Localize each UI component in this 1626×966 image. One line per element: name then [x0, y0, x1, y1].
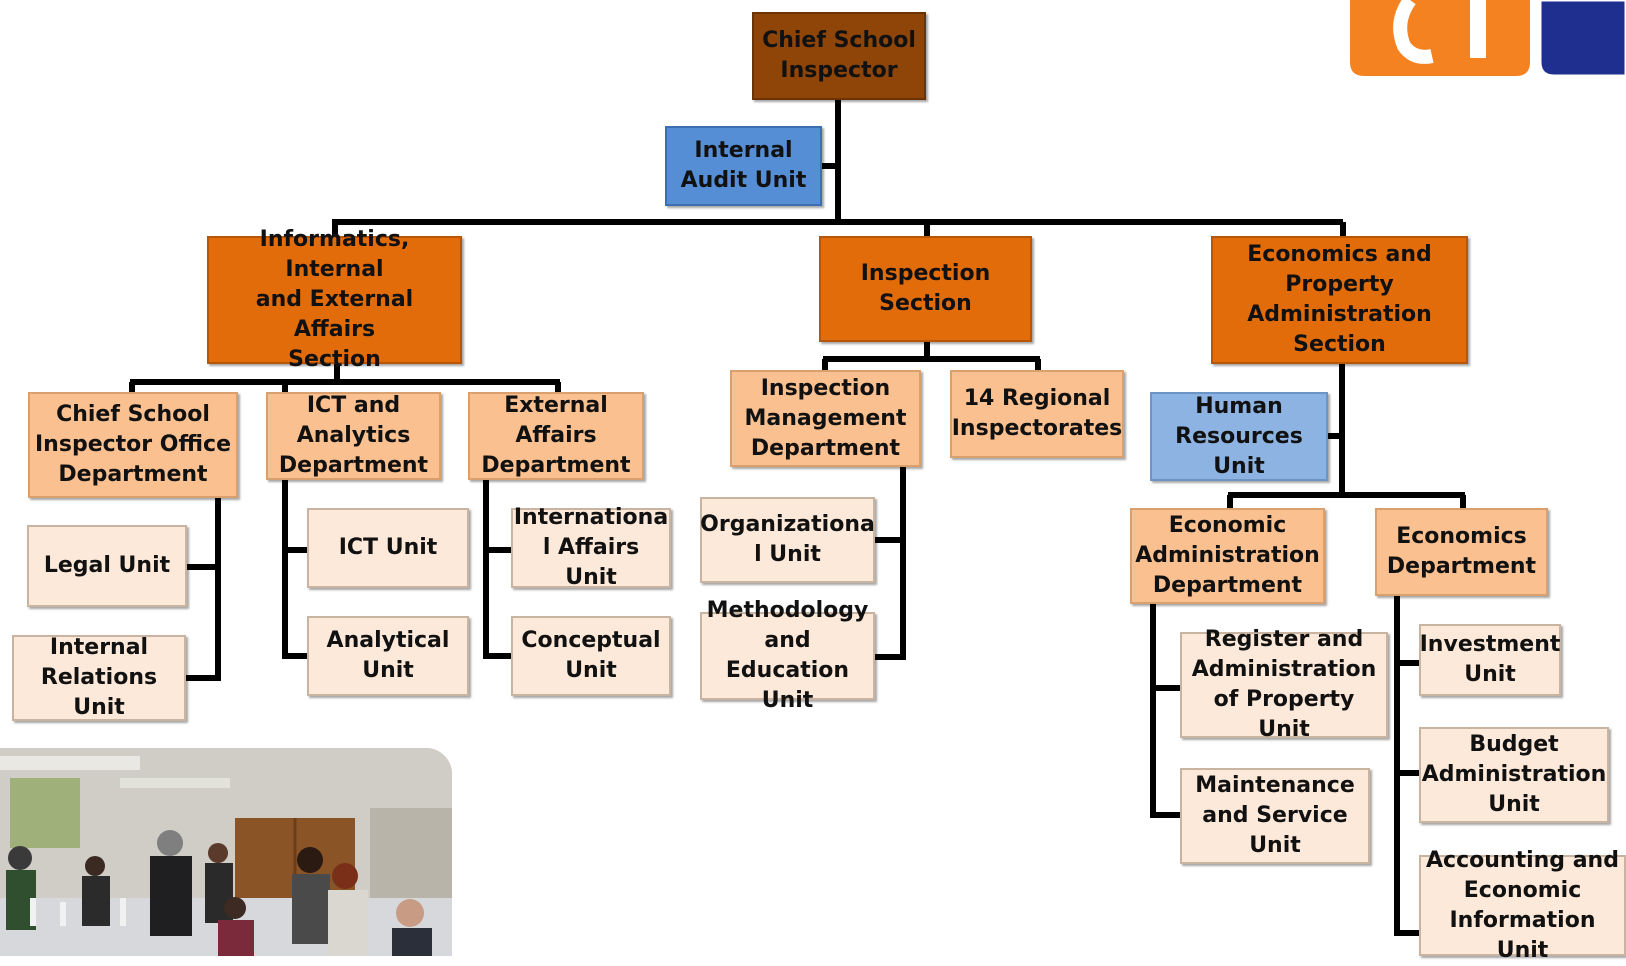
- meeting-photo-graphic: [0, 748, 452, 956]
- international-affairs-unit-box: Internationa l Affairs Unit: [511, 505, 671, 590]
- maintenance-service-unit-box: Maintenance and Service Unit: [1180, 768, 1370, 864]
- human-resources-unit-box: Human Resources Unit: [1150, 392, 1328, 481]
- logo-graphic: [1350, 0, 1626, 78]
- ict-unit-box: ICT Unit: [307, 508, 469, 588]
- register-property-unit-box: Register and Administration of Property …: [1180, 627, 1388, 742]
- internal-audit-unit-box: Internal Audit Unit: [665, 126, 822, 206]
- investment-unit-box: Investment Unit: [1419, 624, 1561, 696]
- informatics-section-box: Informatics, Internal and External Affai…: [207, 227, 462, 372]
- analytical-unit-box: Analytical Unit: [307, 616, 469, 696]
- conceptual-unit-box: Conceptual Unit: [511, 616, 671, 696]
- budget-administration-unit-box: Budget Administration Unit: [1419, 727, 1609, 823]
- institution-logo: [1350, 0, 1626, 78]
- economics-department-box: Economics Department: [1375, 508, 1548, 596]
- internal-relations-unit-box: Internal Relations Unit: [12, 635, 186, 721]
- accounting-economic-information-unit-box: Accounting and Economic Information Unit: [1419, 848, 1626, 963]
- economics-section-box: Economics and Property Administration Se…: [1211, 236, 1468, 364]
- external-affairs-department-box: External Affairs Department: [468, 392, 644, 480]
- chief-inspector-office-department-box: Chief School Inspector Office Department: [28, 392, 238, 498]
- inspection-section-box: Inspection Section: [819, 236, 1032, 342]
- regional-inspectorates-box: 14 Regional Inspectorates: [950, 370, 1124, 458]
- economic-administration-department-box: Economic Administration Department: [1130, 508, 1325, 604]
- legal-unit-box: Legal Unit: [27, 525, 187, 607]
- chief-school-inspector-box: Chief School Inspector: [752, 12, 926, 100]
- organizational-unit-box: Organizationa l Unit: [700, 497, 875, 583]
- inspection-management-department-box: Inspection Management Department: [730, 370, 921, 467]
- ict-analytics-department-box: ICT and Analytics Department: [266, 392, 441, 480]
- methodology-education-unit-box: Methodology and Education Unit: [700, 598, 875, 713]
- meeting-room-photo: [0, 748, 452, 956]
